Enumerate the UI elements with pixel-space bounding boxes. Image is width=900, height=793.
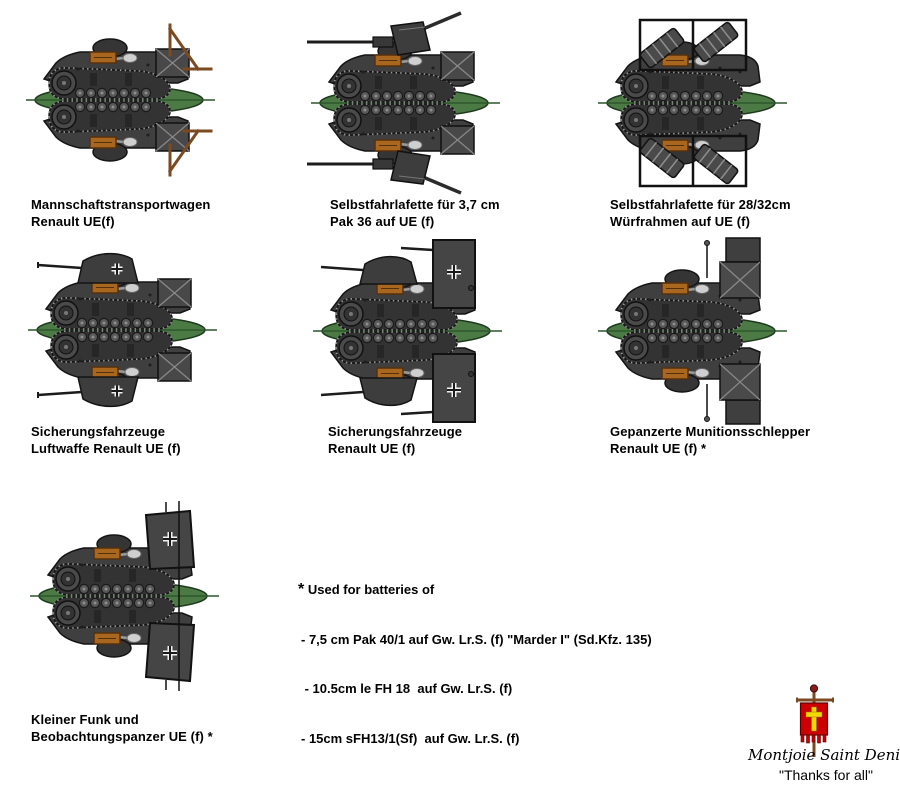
vehicle-label-munitionsschlepper: Gepanzerte Munitionsschlepper Renault UE… (610, 423, 810, 457)
label-line: Renault UE (f) * (610, 441, 707, 456)
sicherung-tank-drawing (313, 239, 502, 423)
balkenkreuz-marking (447, 383, 461, 397)
vehicle-label-funk-beobachtungspanzer: Kleiner Funk und Beobachtungspanzer UE (… (31, 711, 213, 745)
label-line: Selbstfahrlafette für 3,7 cm (330, 197, 500, 212)
label-line: Sicherungsfahrzeuge (328, 424, 463, 439)
stowage-box (155, 48, 190, 78)
footnote-item: - 10.5cm le FH 18 auf Gw. Lr.S. (f) (301, 681, 513, 696)
footnote-item: - 15cm sFH13/1(Sf) auf Gw. Lr.S. (f) (301, 730, 520, 746)
label-line: Gepanzerte Munitionsschlepper (610, 424, 811, 439)
tank-mirror-half (614, 103, 761, 188)
label-line: Renault UE(f) (31, 214, 115, 229)
wurfrahmen-launch-frame (638, 18, 748, 72)
tank-mirror-half (46, 596, 196, 690)
batteries-footnote: * Used for batteries of - 7,5 cm Pak 40/… (298, 549, 652, 764)
pak36-gun (307, 150, 462, 195)
vehicle-label-sicherung-luftwaffe: Sicherungsfahrzeuge Luftwaffe Renault UE… (31, 423, 181, 457)
crusader-banner-icon (796, 684, 834, 757)
tank-top-half (46, 502, 196, 596)
label-line: Kleiner Funk und (31, 712, 139, 727)
tank-top-half (307, 11, 475, 103)
tank-mirror-half (37, 330, 192, 408)
vehicle-label-sicherung: Sicherungsfahrzeuge Renault UE (f) (328, 423, 462, 457)
tank-top-half (614, 18, 761, 103)
wurfrahmen-launch-frame (638, 134, 748, 188)
tank-top-half (614, 237, 761, 331)
funk-tank-drawing (30, 501, 219, 691)
armored-casemate (320, 353, 476, 423)
stowage-box (155, 122, 190, 152)
balkenkreuz-marking (111, 263, 123, 275)
label-line: Pak 36 auf UE (f) (330, 214, 435, 229)
stowage-box (157, 278, 192, 308)
vehicle-illustration-funk-beobachtungspanzer (22, 501, 222, 691)
armored-casemate (37, 252, 139, 284)
tank-top-half (37, 252, 192, 330)
armored-casemate (37, 376, 139, 408)
vehicle-label-mannschaftstransportwagen: Mannschaftstransportwagen Renault UE(f) (31, 196, 210, 230)
label-line: Beobachtungspanzer UE (f) * (31, 729, 213, 744)
thanks-text: "Thanks for all" (779, 767, 873, 783)
munitions-stowage (704, 363, 761, 425)
tank-mirror-half (614, 331, 761, 425)
wurfrahmen-tank-drawing (598, 18, 787, 188)
balkenkreuz-marking (163, 532, 177, 546)
vehicle-label-wurfrahmen: Selbstfahrlafette für 28/32cm Würfrahmen… (610, 196, 791, 230)
frame-tank-drawing (26, 23, 215, 177)
vehicle-illustration-sicherung (305, 236, 505, 426)
label-line: Würfrahmen auf UE (f) (610, 214, 751, 229)
tank-top-half (320, 239, 476, 331)
pak36-tank-drawing (307, 11, 500, 195)
tank-top-half (42, 23, 213, 100)
vehicle-illustration-wurfrahmen (590, 8, 790, 198)
tank-mirror-half (307, 103, 475, 195)
label-line: Luftwaffe Renault UE (f) (31, 441, 181, 456)
tank-mirror-half (42, 100, 213, 177)
vehicle-illustration-pak36-selbstfahrlafette (303, 8, 503, 198)
label-line: Mannschaftstransportwagen (31, 197, 211, 212)
balkenkreuz-marking (447, 265, 461, 279)
motto-text: Montjoie Saint Denis (748, 746, 900, 764)
vehicle-illustration-mannschaftstransportwagen (18, 5, 218, 195)
stowage-box (440, 51, 475, 81)
vehicle-illustration-sicherung-luftwaffe (20, 235, 220, 425)
vehicle-label-pak36: Selbstfahrlafette für 3,7 cm Pak 36 auf … (330, 196, 500, 230)
balkenkreuz-marking (111, 385, 123, 397)
munitions-stowage (704, 237, 761, 299)
munition-tank-drawing (598, 237, 787, 425)
label-line: Renault UE (f) (328, 441, 416, 456)
vehicle-illustration-munitionsschlepper (590, 236, 790, 426)
luftwaffe-tank-drawing (28, 252, 217, 408)
wooden-rack-frame (167, 128, 213, 177)
pak36-gun (307, 11, 462, 56)
asterisk-marker: * (298, 581, 305, 598)
tank-mirror-half (320, 331, 476, 423)
stowage-box (440, 125, 475, 155)
footnote-item: - 7,5 cm Pak 40/1 auf Gw. Lr.S. (f) "Mar… (301, 631, 652, 647)
label-line: Sicherungsfahrzeuge (31, 424, 166, 439)
balkenkreuz-marking (163, 646, 177, 660)
wooden-rack-frame (167, 23, 213, 72)
label-line: Selbstfahrlafette für 28/32cm (610, 197, 791, 212)
stowage-box (157, 352, 192, 382)
footnote-title: * Used for batteries of (298, 581, 435, 598)
